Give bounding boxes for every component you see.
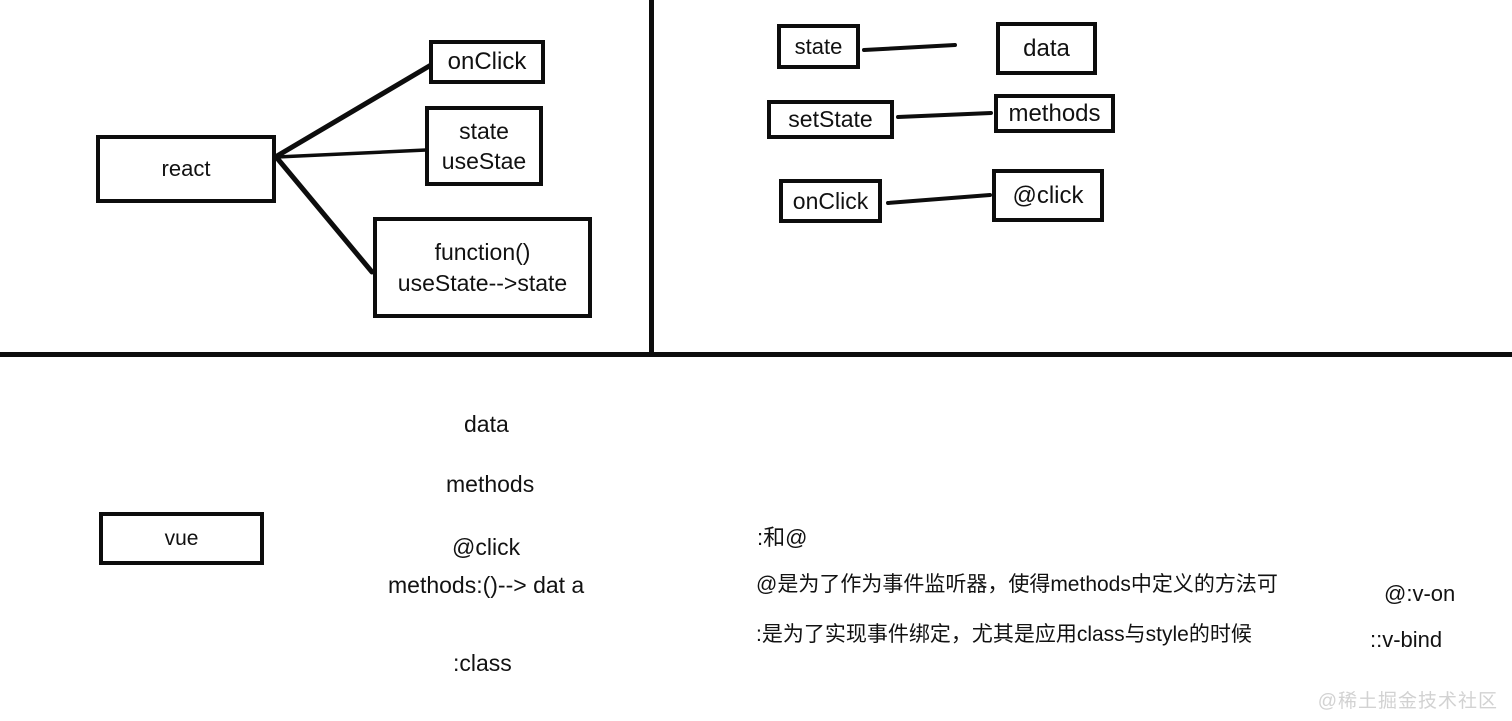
node-map-atclick-label: @click <box>1012 181 1084 209</box>
node-react-state-label-1: state <box>459 117 509 144</box>
connector-react-function <box>274 155 375 275</box>
connector-setstate-methods <box>896 111 993 119</box>
node-react-onclick[interactable]: onClick <box>429 40 545 84</box>
vue-item-methods-flow: methods:()--> dat a <box>388 572 585 598</box>
connector-onclick-atclick <box>886 193 992 205</box>
vue-item-methods: methods <box>446 471 535 497</box>
connector-react-state <box>275 148 428 159</box>
shorthand-v-bind: ::v-bind <box>1370 627 1443 652</box>
shorthand-v-on: @:v-on <box>1384 581 1456 606</box>
divider-horizontal <box>0 352 1512 357</box>
node-react[interactable]: react <box>96 135 276 203</box>
node-map-state-label: state <box>794 33 843 59</box>
node-map-data[interactable]: data <box>996 22 1097 75</box>
node-map-setstate[interactable]: setState <box>767 100 894 139</box>
notes-heading: :和@ <box>757 525 808 550</box>
node-map-methods-label: methods <box>1008 99 1101 127</box>
vue-item-atclick: @click <box>452 534 521 560</box>
vue-item-data: data <box>464 411 509 437</box>
node-react-state-label-2: useStae <box>441 148 527 174</box>
node-map-data-label: data <box>1023 34 1070 62</box>
node-map-setstate-label: setState <box>788 106 873 133</box>
node-map-onclick-label: onClick <box>792 187 869 214</box>
watermark: @稀土掘金技术社区 <box>1317 691 1498 712</box>
node-map-onclick[interactable]: onClick <box>779 179 882 223</box>
node-react-function-label-1: function() <box>434 239 531 266</box>
node-vue-label: vue <box>164 526 199 550</box>
divider-vertical <box>649 0 654 356</box>
node-react-function[interactable]: function() useState-->state <box>373 217 592 318</box>
node-vue[interactable]: vue <box>99 512 264 565</box>
connector-react-onclick <box>274 62 434 159</box>
notes-line-2: :是为了实现事件绑定，尤其是应用class与style的时候 <box>756 623 1252 646</box>
node-react-state[interactable]: state useStae <box>425 106 543 186</box>
node-react-function-label-2: useState-->state <box>397 269 568 296</box>
node-map-state[interactable]: state <box>777 24 860 69</box>
node-react-onclick-label: onClick <box>447 48 527 76</box>
node-map-atclick[interactable]: @click <box>992 169 1104 222</box>
notes-line-1: @是为了作为事件监听器，使得methods中定义的方法可 <box>756 573 1278 596</box>
node-map-methods[interactable]: methods <box>994 94 1115 133</box>
connector-state-data <box>862 43 957 52</box>
vue-item-class: :class <box>453 650 512 676</box>
node-react-label: react <box>161 156 211 182</box>
